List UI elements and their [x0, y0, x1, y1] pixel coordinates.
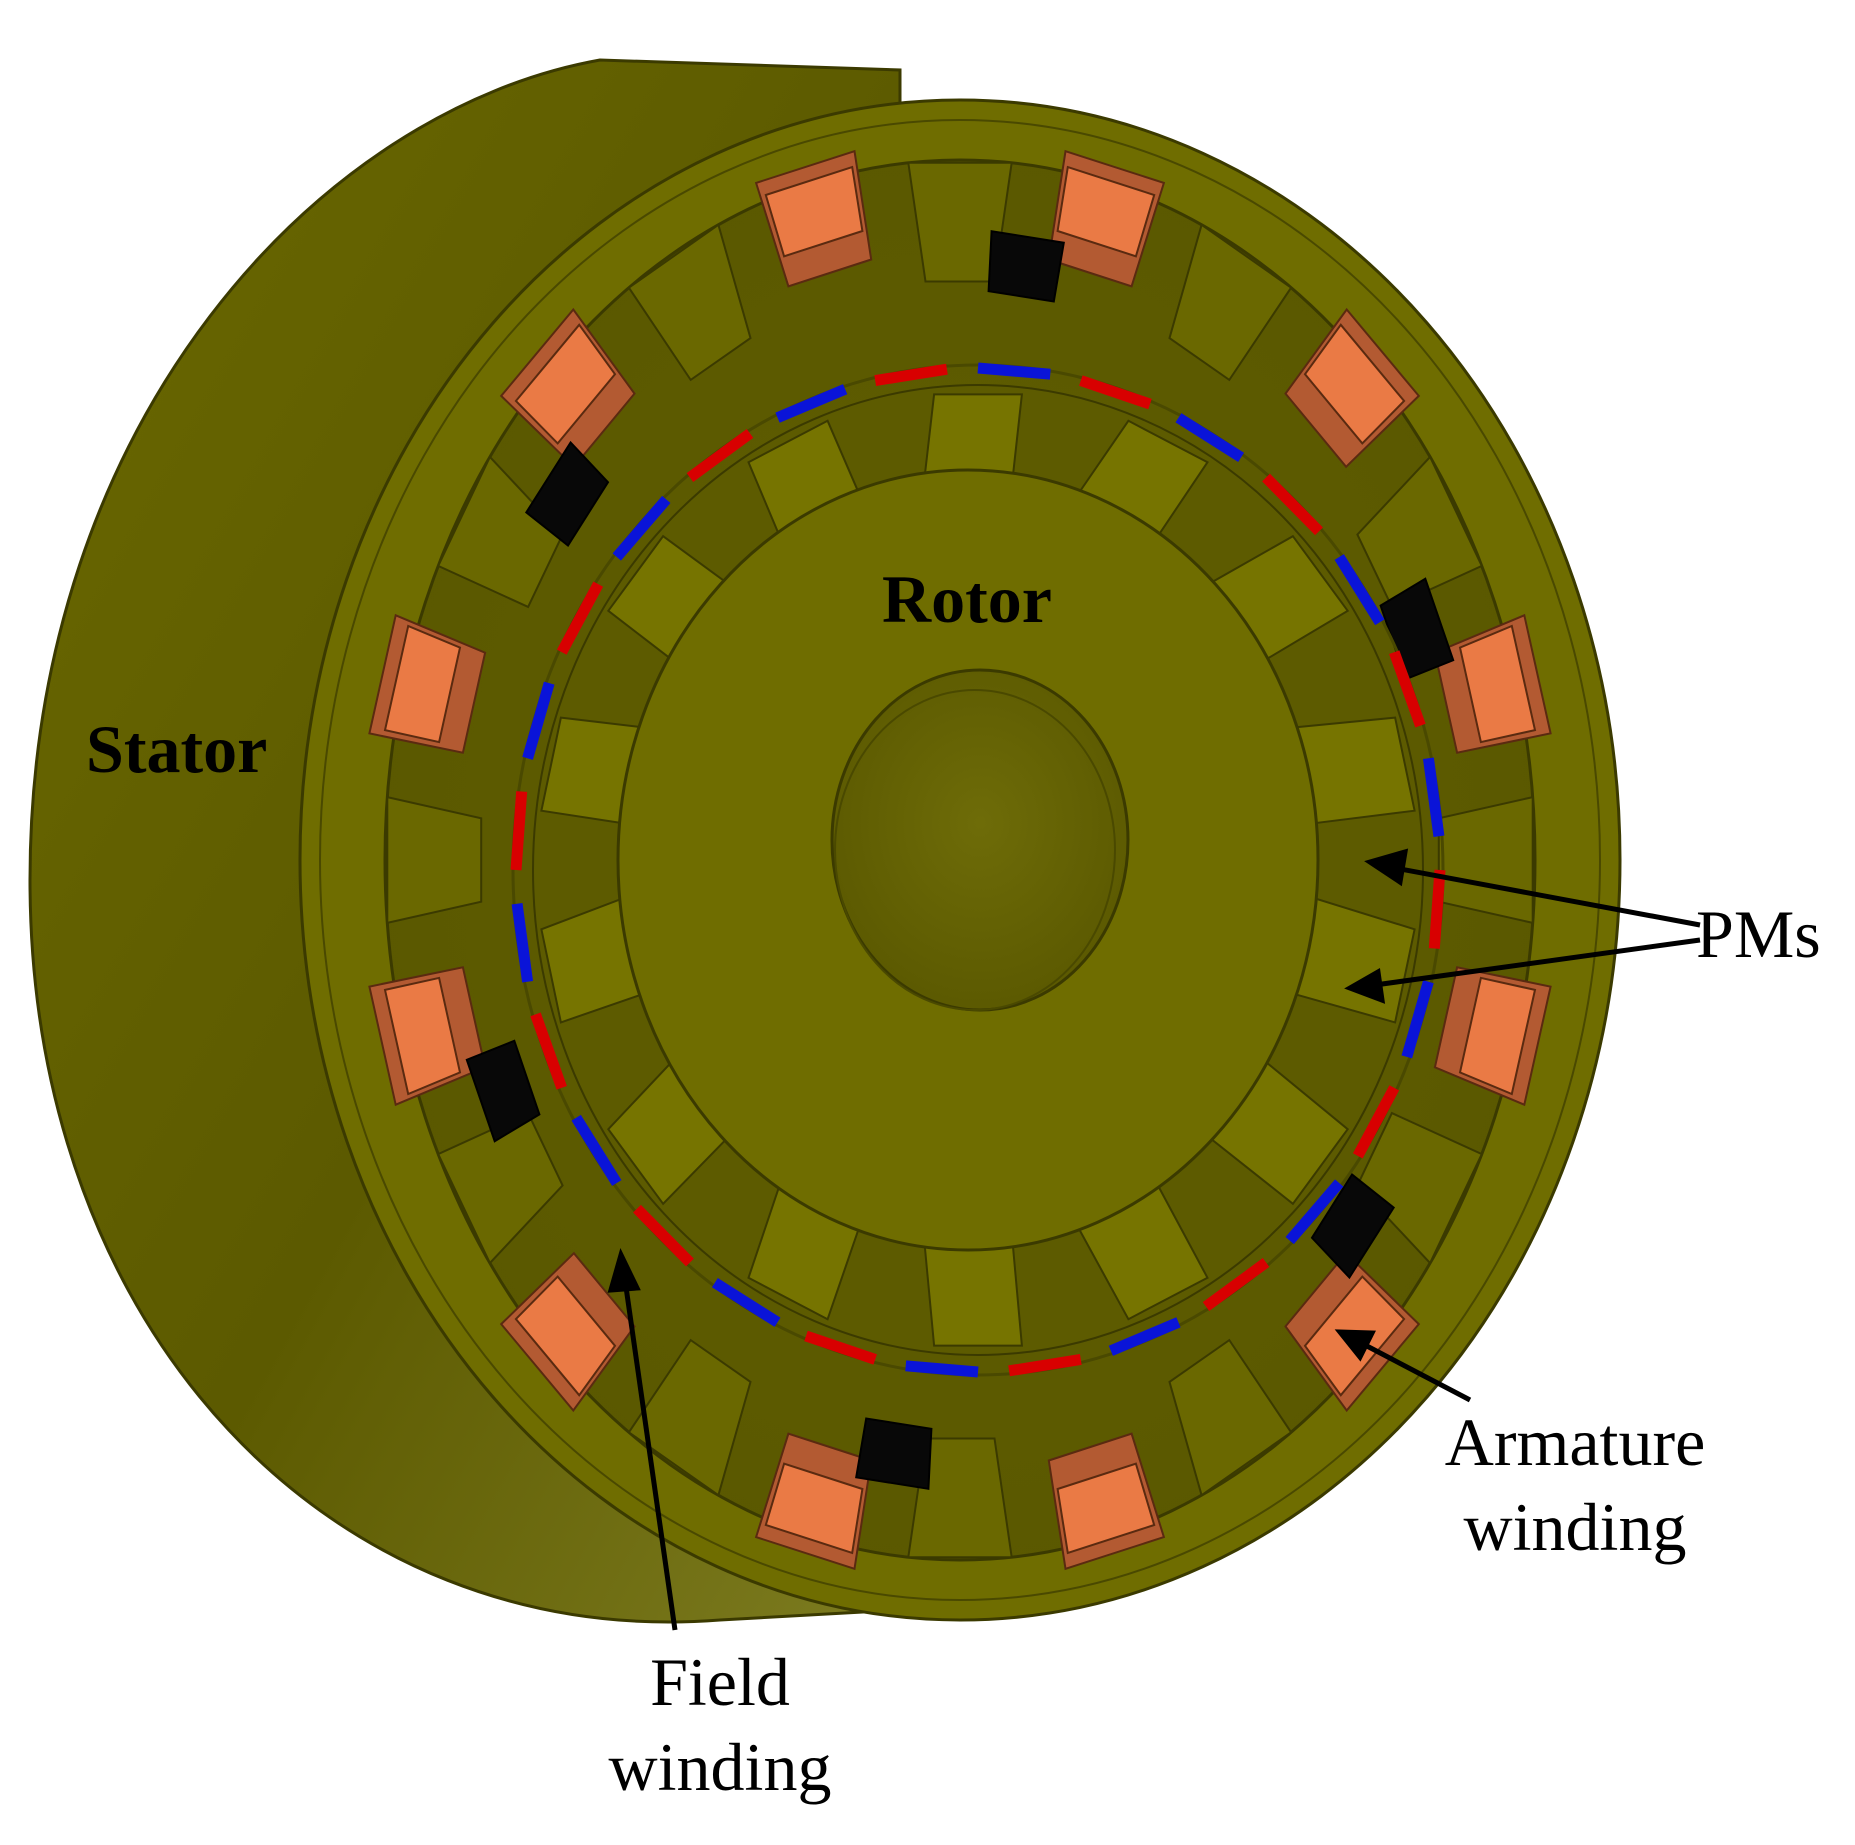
pm-strip [1262, 473, 1323, 536]
pm-strip [1108, 1317, 1181, 1356]
pm-strip [1401, 980, 1434, 1059]
pm-strip [571, 1114, 622, 1186]
pm-strip [1334, 554, 1385, 626]
pm-strip [530, 1012, 567, 1090]
stator-tooth [1437, 795, 1534, 925]
shaft-hole [830, 668, 1130, 1012]
pm-strip [1285, 1179, 1344, 1245]
armature-coil-front [764, 165, 864, 258]
pm-strip [1352, 1085, 1400, 1159]
pm-strip [1428, 869, 1446, 949]
armature-winding-label: Armature winding [1410, 1400, 1740, 1570]
pms-arrow-lower [1374, 937, 1701, 988]
pointer-arrows [607, 848, 1701, 1631]
pms-arrow-upper-head [1364, 848, 1409, 887]
armature-coil-front [383, 624, 462, 744]
pm-strip [556, 581, 604, 655]
armature-coils [368, 149, 1552, 1571]
pm-strip [804, 1330, 877, 1365]
pm-strip [711, 1277, 781, 1327]
pm-strip [686, 428, 754, 482]
field-label-line2: winding [608, 1729, 832, 1805]
armature-coil-front [1303, 323, 1406, 445]
pm-strip [1422, 757, 1445, 837]
armature-coil-front [1458, 976, 1537, 1096]
shaft-hole-inner [834, 689, 1116, 1011]
field-label-line1: Field [650, 1644, 790, 1720]
stator-tooth [386, 795, 483, 925]
pm-strip [511, 903, 534, 983]
pm-strip [905, 1360, 979, 1378]
field-coil [855, 1417, 933, 1490]
pms-arrow-lower-head [1344, 968, 1386, 1004]
pm-strip [633, 1204, 694, 1267]
pm-strip [775, 384, 848, 423]
stator-teeth [386, 161, 1534, 1559]
pm-strip [522, 681, 555, 760]
pm-strip [1008, 1353, 1082, 1377]
armature-coil-front [514, 323, 617, 445]
field-coils [465, 230, 1455, 1490]
armature-arrow [1363, 1342, 1472, 1403]
pms-label: PMs [1696, 896, 1821, 972]
pm-strip [1079, 375, 1152, 410]
stator-face-rim-line [319, 119, 1601, 1601]
rotor-tooth [922, 1235, 1023, 1347]
field-arrow [622, 1279, 678, 1631]
stator-tooth [627, 223, 752, 382]
stator-tooth [1168, 223, 1293, 382]
armature-coil-front [1458, 624, 1537, 744]
airgap-line [511, 363, 1445, 1377]
field-arrow-head [607, 1248, 641, 1293]
field-coil [1310, 1173, 1396, 1280]
armature-coil-front [1056, 1462, 1156, 1555]
field-coil [524, 440, 610, 547]
stator-label: Stator [86, 711, 268, 787]
pm-strip [1175, 413, 1245, 463]
pm-strip [1389, 650, 1426, 728]
armature-coil-front [514, 1275, 617, 1397]
field-coil [987, 230, 1065, 303]
stator-tooth [627, 1338, 752, 1497]
armature-arrow-head [1334, 1329, 1376, 1362]
pm-strip [874, 363, 948, 387]
armature-label-line1: Armature [1444, 1404, 1706, 1480]
armature-coil-front [1056, 165, 1156, 258]
field-winding-label: Field winding [580, 1640, 860, 1810]
armature-coil-front [383, 976, 462, 1096]
pms-arrow-upper [1394, 865, 1701, 928]
field-coil [465, 1039, 541, 1143]
rotor-label: Rotor [882, 561, 1052, 637]
pm-strip [1202, 1258, 1270, 1312]
stator-tooth [1168, 1338, 1293, 1497]
armature-label-line2: winding [1463, 1489, 1687, 1565]
armature-coil-front [764, 1462, 864, 1555]
pm-strip [612, 495, 671, 561]
pm-strip [510, 791, 528, 871]
pm-strip [977, 362, 1051, 380]
